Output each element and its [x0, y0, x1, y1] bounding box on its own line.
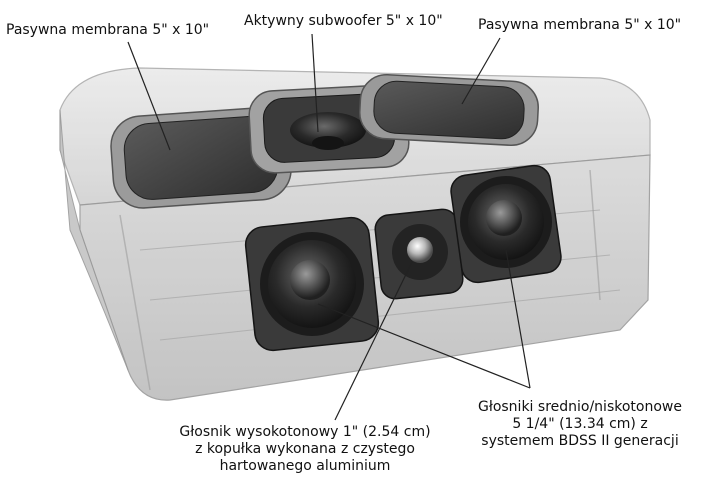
label-midrange-line-3: systemem BDSS II generacji [481, 433, 679, 449]
label-midrange-line-2: 5 1/4" (13.34 cm) z [512, 416, 648, 432]
leader-passive-left [127, 41, 171, 151]
leader-lines [127, 33, 531, 421]
passive-radiator-right [359, 73, 539, 147]
label-midrange-line-1: Głosniki srednio/niskotonowe [478, 399, 682, 415]
label-tweeter-line-3: hartowanego aluminium [219, 458, 391, 474]
leader-mid-right [505, 249, 531, 389]
leader-mid-left [317, 303, 531, 389]
midwoofer-right [450, 164, 562, 284]
label-subwoofer: Aktywny subwoofer 5" x 10" [244, 13, 443, 29]
leader-tweeter [334, 261, 413, 421]
leader-passive-right [461, 37, 501, 105]
passive-radiator-left [110, 107, 292, 209]
midwoofer-left [244, 216, 380, 352]
label-tweeter: Głosnik wysokotonowy 1" (2.54 cm) z kopu… [170, 424, 440, 475]
enclosure-side [59, 109, 129, 371]
tweeter [374, 208, 464, 300]
active-subwoofer [248, 84, 410, 174]
label-passive-right: Pasywna membrana 5" x 10" [478, 17, 682, 33]
label-midrange: Głosniki srednio/niskotonowe 5 1/4" (13.… [470, 399, 690, 450]
label-tweeter-line-1: Głosnik wysokotonowy 1" (2.54 cm) [179, 424, 431, 440]
label-tweeter-line-2: z kopułka wykonana z czystego [195, 441, 415, 457]
leader-subwoofer [311, 33, 319, 133]
label-passive-left: Pasywna membrana 5" x 10" [6, 22, 210, 38]
internal-frame [119, 169, 601, 391]
